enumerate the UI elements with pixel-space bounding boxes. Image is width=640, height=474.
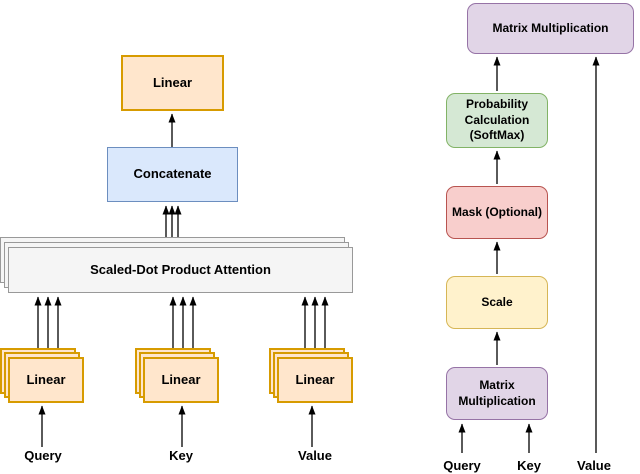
input-label-query-right: Query — [443, 458, 481, 473]
matmul-bottom-label: Matrix Multiplication — [458, 377, 536, 408]
scale-box: Scale — [446, 276, 548, 329]
linear-stack-v-front: Linear — [277, 357, 353, 403]
attention-box-front: Scaled-Dot Product Attention — [8, 247, 353, 293]
scale-label: Scale — [481, 294, 513, 309]
mask-box: Mask (Optional) — [446, 186, 548, 239]
matmul-top-label: Matrix Multiplication — [492, 20, 609, 35]
softmax-box: Probability Calculation (SoftMax) — [446, 93, 548, 148]
concatenate-label: Concatenate — [133, 166, 212, 182]
concatenate-box: Concatenate — [107, 147, 238, 202]
input-label-value-left: Value — [298, 448, 332, 463]
output-linear-label: Linear — [152, 74, 192, 90]
attention-label: Scaled-Dot Product Attention — [90, 261, 271, 277]
linear-v-label: Linear — [295, 371, 335, 387]
matmul-bottom-box: Matrix Multiplication — [446, 367, 548, 420]
output-linear-box: Linear — [121, 55, 224, 111]
linear-q-label: Linear — [26, 371, 66, 387]
input-label-query-left: Query — [24, 448, 62, 463]
matmul-top-box: Matrix Multiplication — [467, 3, 634, 54]
input-label-key-left: Key — [169, 448, 193, 463]
softmax-label: Probability Calculation (SoftMax) — [464, 97, 530, 143]
linear-stack-q-front: Linear — [8, 357, 84, 403]
linear-stack-k-front: Linear — [143, 357, 219, 403]
input-label-key-right: Key — [517, 458, 541, 473]
linear-k-label: Linear — [161, 371, 201, 387]
mask-label: Mask (Optional) — [451, 204, 542, 219]
input-label-value-right: Value — [577, 458, 611, 473]
